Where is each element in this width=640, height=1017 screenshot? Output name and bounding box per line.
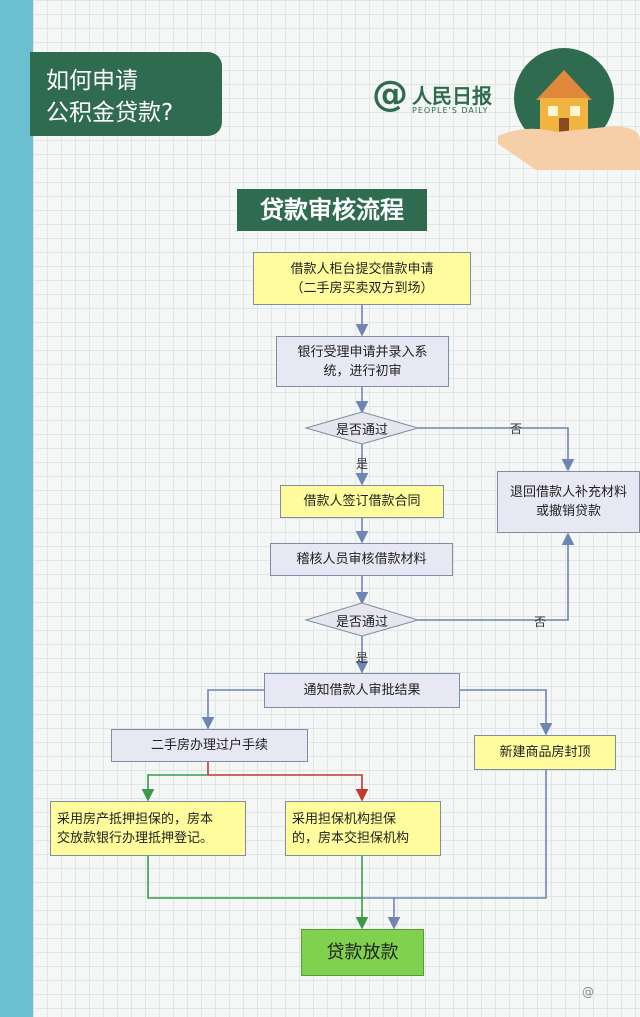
edge-transfer-guarantee <box>208 774 369 802</box>
node-sign-label: 借款人签订借款合同 <box>303 494 421 509</box>
logo-subtitle: PEOPLE'S DAILY <box>412 106 489 115</box>
logo-at-sign: @ <box>372 74 408 115</box>
node-submit-line-1: 借款人柜台提交借款申请 <box>290 261 434 277</box>
node-newhouse-label: 新建商品房封顶 <box>499 745 591 760</box>
node-submit-line-2: （二手房买卖双方到场） <box>290 280 434 296</box>
node-audit-label: 稽核人员审核借款材料 <box>296 552 427 567</box>
node-return-materials: 退回借款人补充材料或撤销贷款 <box>497 471 640 533</box>
node-new-house-topped: 新建商品房封顶 <box>474 735 616 770</box>
edge-yes-label-1: 是 <box>356 457 369 471</box>
edge-transfer-mortgage <box>141 774 208 802</box>
header-banner: 如何申请 公积金贷款? <box>30 52 222 136</box>
decision-2-label: 是否通过 <box>335 615 388 630</box>
node-bank-line-1: 银行受理申请并录入系 <box>297 344 428 360</box>
node-loan-label: 贷款放款 <box>326 942 399 963</box>
page-title: 贷款审核流程 <box>237 189 427 231</box>
left-stripe <box>0 0 33 1017</box>
node-mortgage-line-1: 采用房产抵押担保的，房本 <box>57 811 214 827</box>
edge-yes-label-2: 是 <box>356 651 369 665</box>
node-agency-guarantee: 采用担保机构担保的，房本交担保机构 <box>285 801 441 856</box>
edge-no-label-2: 否 <box>534 615 547 629</box>
node-return-line-2: 或撤销贷款 <box>535 504 601 519</box>
node-bank-line-2: 统，进行初审 <box>323 363 402 379</box>
decision-diamond-1 <box>304 411 420 445</box>
watermark: @ <box>582 985 594 999</box>
node-mortgage-guarantee: 采用房产抵押担保的，房本交放款银行办理抵押登记。 <box>50 801 246 856</box>
edge-no-label-1: 否 <box>510 422 523 436</box>
house-in-hand-icon <box>498 48 640 170</box>
edge-notify-newhouse <box>460 689 553 736</box>
node-transfer-ownership: 二手房办理过户手续 <box>111 729 308 762</box>
logo-name: 人民日报 <box>412 84 492 108</box>
node-submit-application: 借款人柜台提交借款申请 （二手房买卖双方到场） <box>253 252 471 305</box>
node-mortgage-line-2: 交放款银行办理抵押登记。 <box>57 830 214 846</box>
node-return-line-1: 退回借款人补充材料 <box>509 485 627 500</box>
header-line-2: 公积金贷款? <box>46 100 174 126</box>
edge-check1-return <box>418 427 575 472</box>
edge-notify-transfer <box>201 689 264 730</box>
header-line-1: 如何申请 <box>46 68 138 94</box>
node-notify-result: 通知借款人审批结果 <box>264 673 460 708</box>
node-audit-materials: 稽核人员审核借款材料 <box>270 543 453 576</box>
node-notify-label: 通知借款人审批结果 <box>303 683 421 698</box>
node-loan-disbursement: 贷款放款 <box>301 929 424 976</box>
node-guarantee-line-1: 采用担保机构担保 <box>292 811 397 827</box>
node-bank-review: 银行受理申请并录入系统，进行初审 <box>276 336 449 387</box>
decision-diamond-2 <box>304 602 420 637</box>
node-transfer-label: 二手房办理过户手续 <box>150 738 268 753</box>
edge-newhouse-loan <box>387 770 547 930</box>
edge-mortgage-loan <box>147 856 362 899</box>
node-sign-contract: 借款人签订借款合同 <box>280 485 444 518</box>
decision-1-label: 是否通过 <box>335 423 388 438</box>
node-guarantee-line-2: 的，房本交担保机构 <box>292 830 410 846</box>
edge-check2-return <box>418 532 575 621</box>
